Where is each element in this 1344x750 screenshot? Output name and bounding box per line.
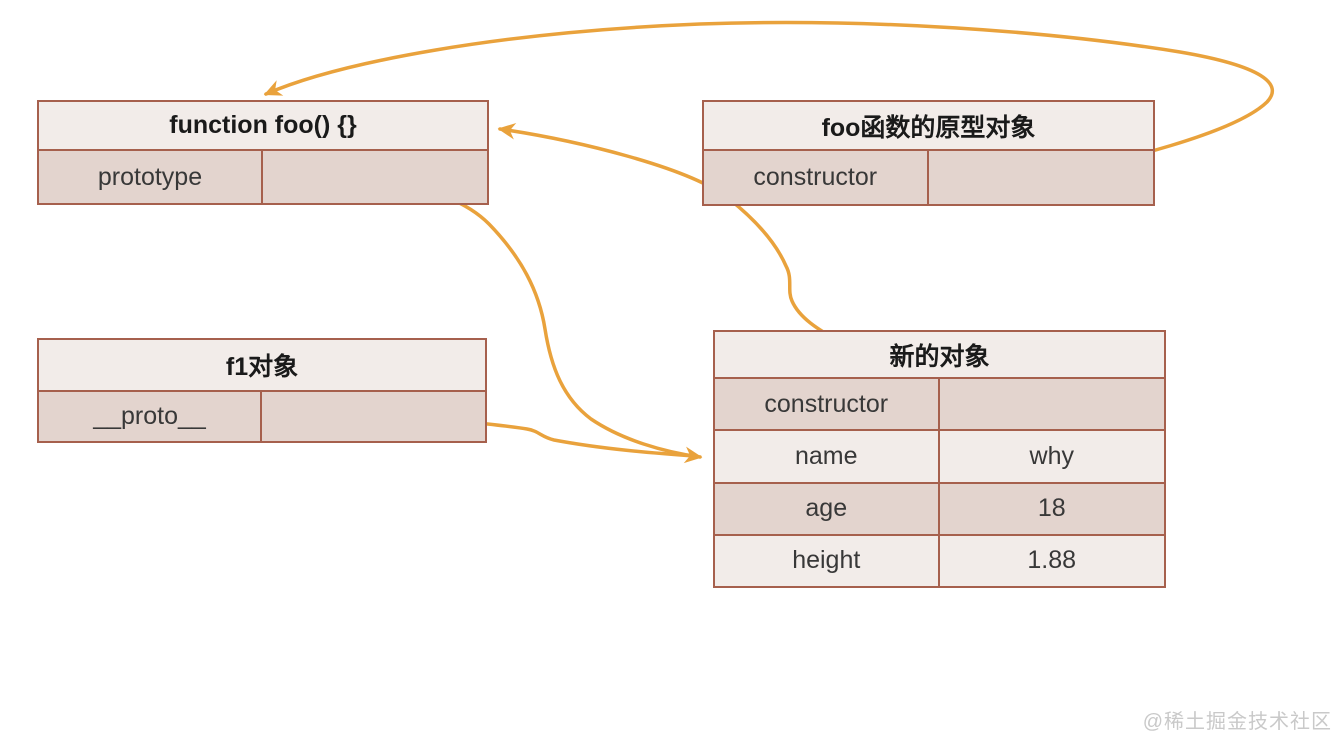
table-function-foo-title: function foo() {}: [39, 102, 487, 151]
table-new-object-title: 新的对象: [715, 332, 1164, 379]
table-row: constructor: [715, 379, 1165, 430]
table-new-object: 新的对象 constructor name why age 18 height …: [713, 330, 1166, 588]
row-key-height: height: [715, 535, 940, 586]
row-value-prototype: [263, 151, 487, 203]
table-row: constructor: [704, 151, 1153, 204]
row-key-constructor: constructor: [715, 379, 940, 430]
table-foo-prototype-object-title: foo函数的原型对象: [704, 102, 1153, 151]
table-row: height 1.88: [715, 533, 1164, 586]
watermark: @稀土掘金技术社区: [1142, 711, 1332, 733]
row-key-constructor: constructor: [704, 151, 929, 204]
table-function-foo: function foo() {} prototype: [37, 100, 489, 205]
table-row: __proto__: [39, 392, 485, 441]
table-row: prototype: [39, 151, 487, 203]
row-value-constructor: [929, 151, 1154, 204]
row-value-name: why: [1029, 441, 1074, 470]
row-value-age: 18: [1037, 494, 1066, 523]
table-foo-prototype-object: foo函数的原型对象 constructor: [702, 100, 1155, 206]
table-f1-object-title: f1对象: [39, 340, 485, 392]
row-value-height: 1.88: [1027, 546, 1077, 575]
row-value-proto: [262, 392, 485, 441]
row-key-proto: __proto__: [39, 392, 262, 441]
row-key-prototype: prototype: [39, 151, 263, 203]
row-key-age: age: [715, 483, 940, 534]
table-row: age 18: [715, 481, 1164, 534]
row-key-name: name: [715, 431, 940, 482]
row-value-constructor: [940, 379, 1165, 429]
table-f1-object: f1对象 __proto__: [37, 338, 487, 443]
table-row: name why: [715, 429, 1164, 482]
